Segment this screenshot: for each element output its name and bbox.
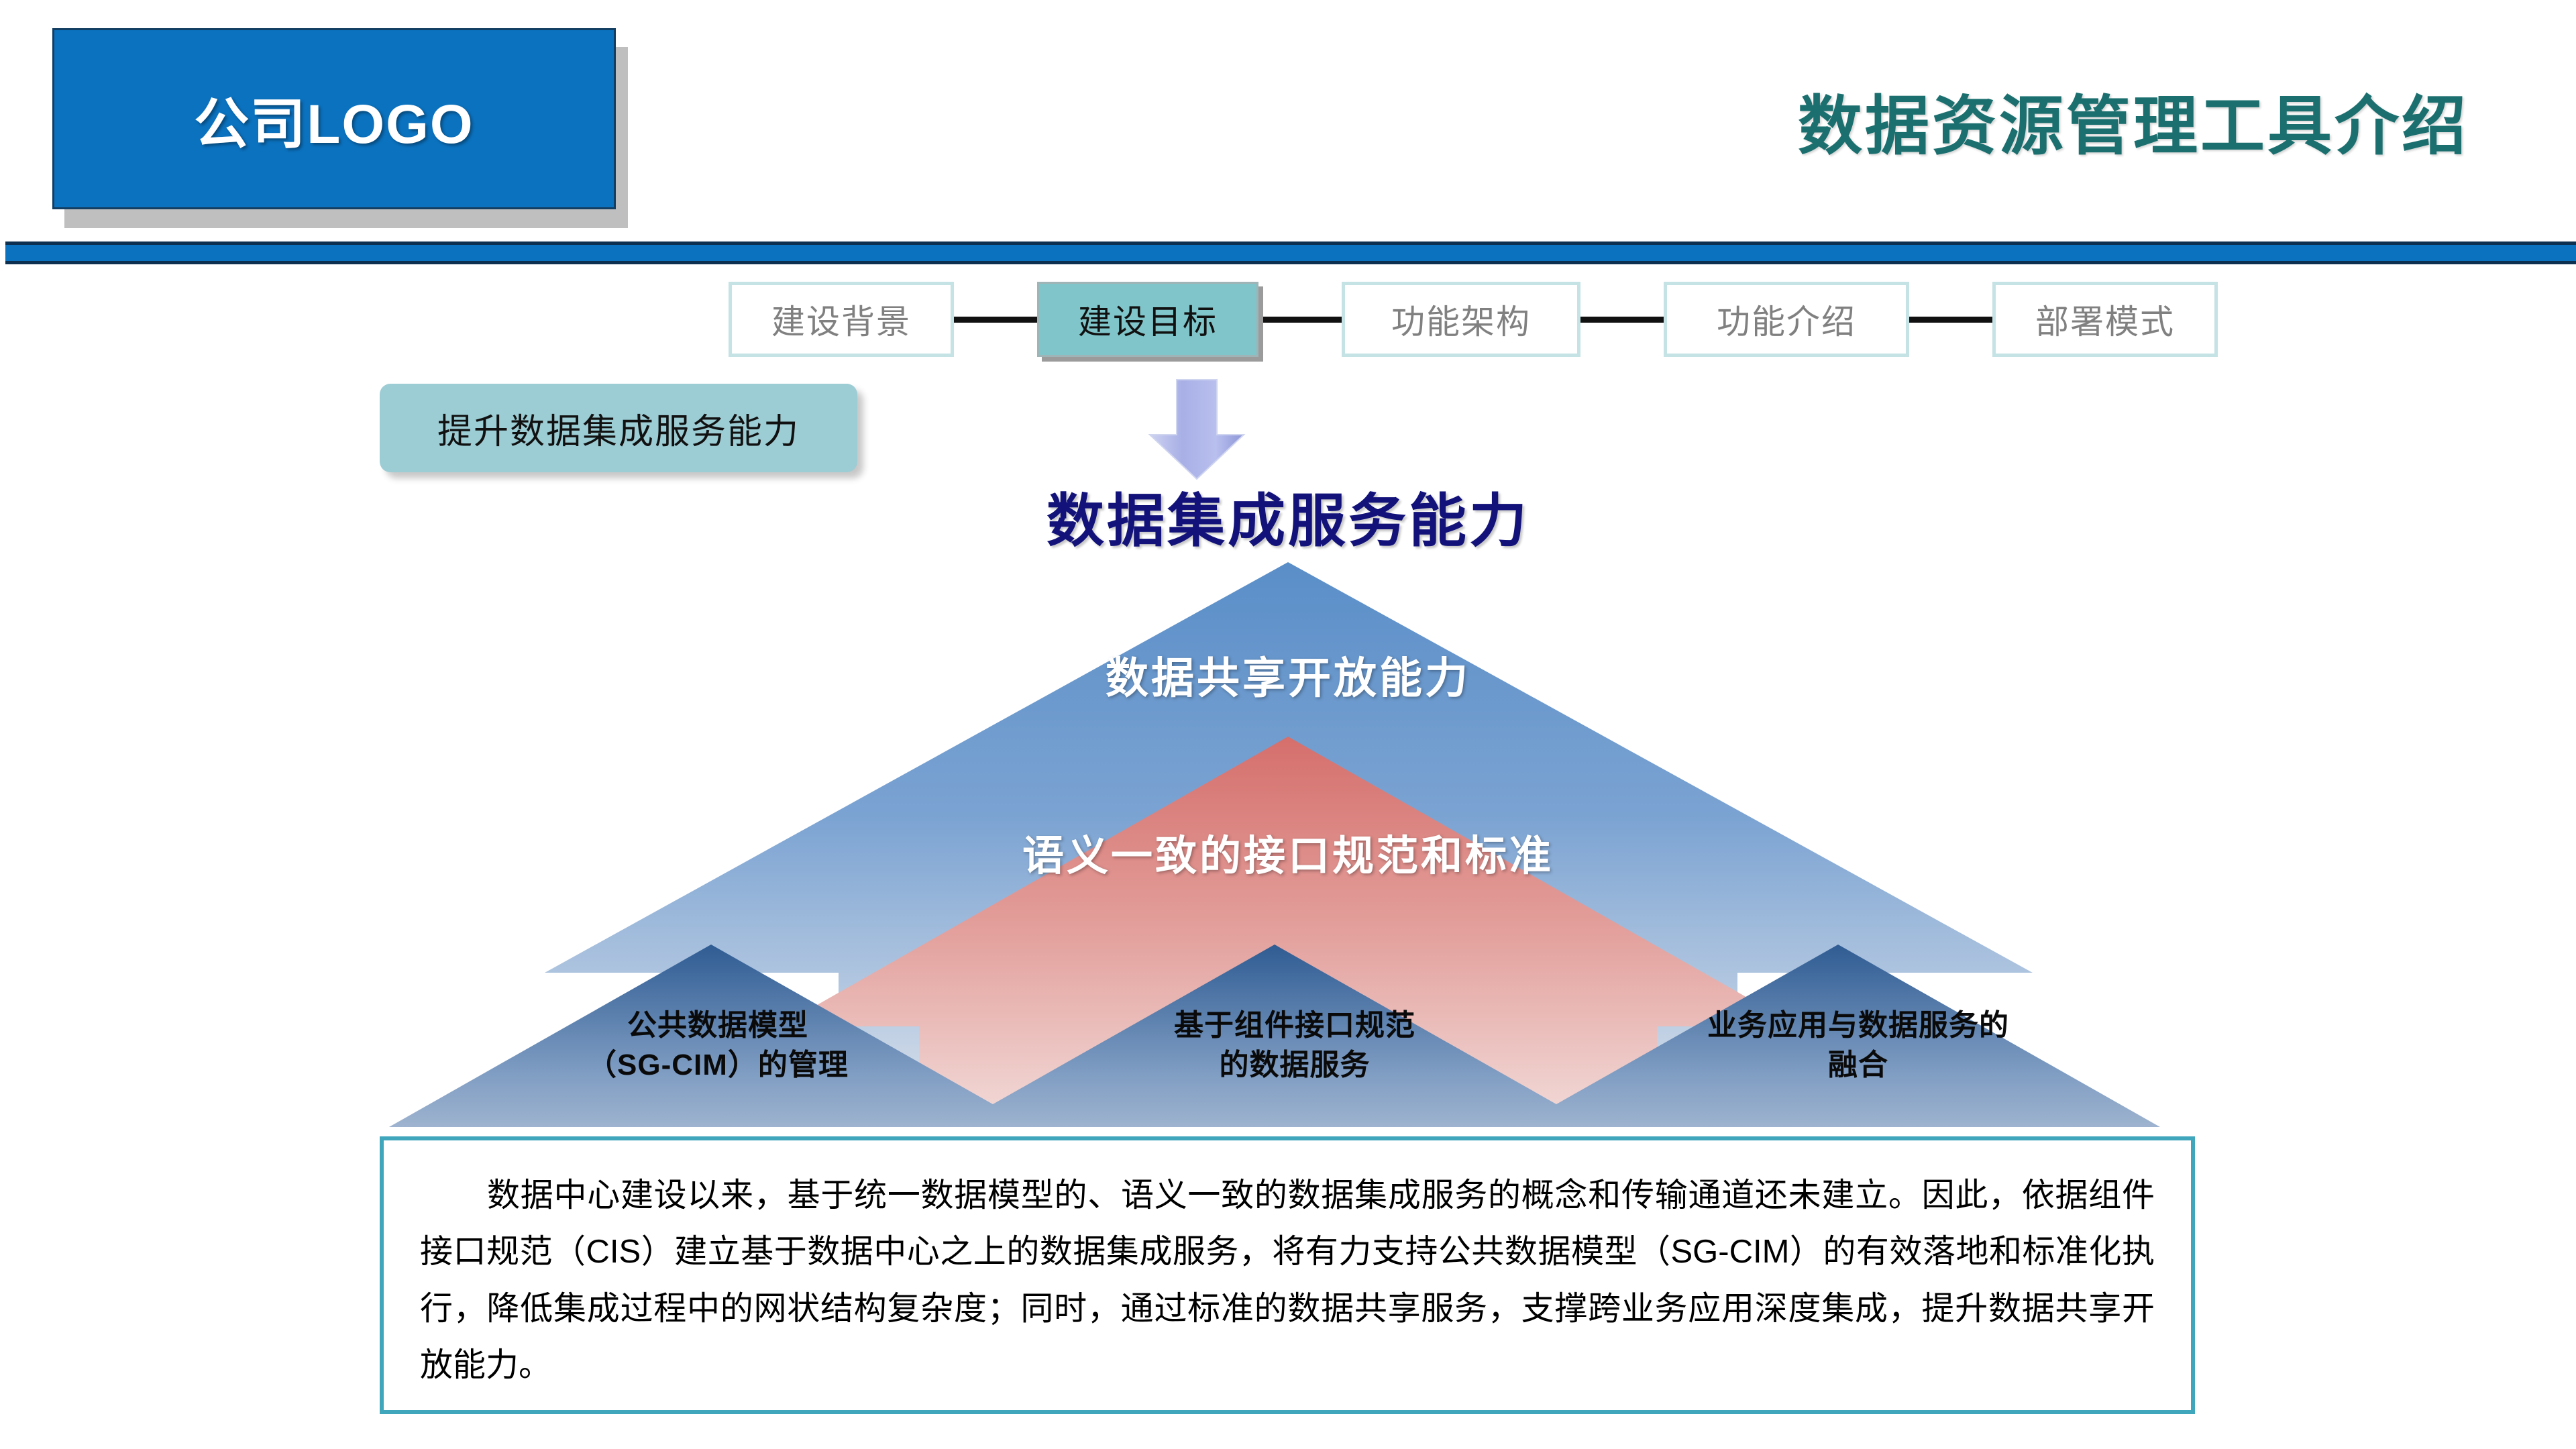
nav-tab-label: 功能介绍 <box>1717 303 1856 341</box>
description-box: 数据中心建设以来，基于统一数据模型的、语义一致的数据集成服务的概念和传输通道还未… <box>380 1136 2195 1414</box>
nav-tab-goal[interactable]: 建设目标 <box>1037 282 1258 357</box>
header-divider-bar <box>5 241 2576 264</box>
nav-tab-architecture[interactable]: 功能架构 <box>1342 282 1580 357</box>
subtitle-badge: 提升数据集成服务能力 <box>380 384 857 472</box>
company-logo-box: 公司LOGO <box>52 28 616 209</box>
arrow-bottom-label-3: 业务应用与数据服务的 融合 <box>1707 1009 2009 1081</box>
nav-tab-label: 建设目标 <box>1078 303 1218 341</box>
page-header: 公司LOGO 数据资源管理工具介绍 <box>0 0 2576 264</box>
arrow-layer-middle <box>780 737 1798 1127</box>
nav-connector-4 <box>1909 317 1992 323</box>
nav-tab-deployment[interactable]: 部署模式 <box>1992 282 2218 357</box>
nav-tab-label: 功能架构 <box>1391 303 1531 341</box>
nav-tab-background[interactable]: 建设背景 <box>729 282 954 357</box>
nav-connector-1 <box>954 317 1037 323</box>
nav-tab-label: 部署模式 <box>2035 303 2175 341</box>
nav-connector-2 <box>1258 317 1342 323</box>
page-title: 数据资源管理工具介绍 <box>1798 91 2469 162</box>
section-nav: 建设背景 建设目标 功能架构 功能介绍 部署模式 <box>729 282 2285 357</box>
down-arrow-icon <box>1136 376 1257 483</box>
arrow-bottom-label-1: 公共数据模型 （SG-CIM）的管理 <box>587 1009 849 1081</box>
description-text: 数据中心建设以来，基于统一数据模型的、语义一致的数据集成服务的概念和传输通道还未… <box>420 1177 2155 1383</box>
nav-tab-label: 建设背景 <box>771 303 911 341</box>
nav-tab-features[interactable]: 功能介绍 <box>1664 282 1909 357</box>
arrow-bottom-label-2: 基于组件接口规范 的数据服务 <box>1174 1009 1415 1081</box>
company-logo-label: 公司LOGO <box>194 93 474 155</box>
main-heading: 数据集成服务能力 <box>1046 489 1529 553</box>
nav-connector-3 <box>1580 317 1664 323</box>
subtitle-badge-label: 提升数据集成服务能力 <box>437 412 800 451</box>
